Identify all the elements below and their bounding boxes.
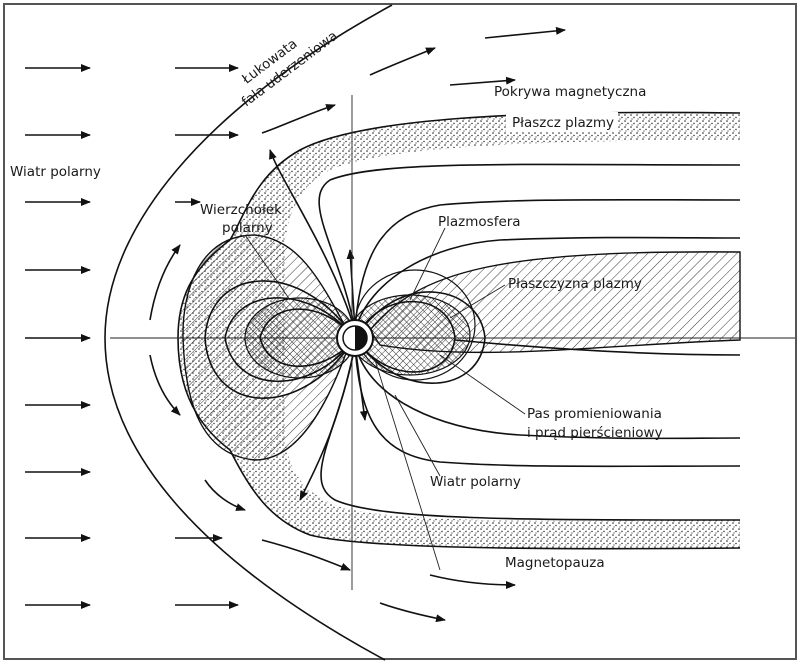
polar-cusp-label-line1: Wierzchołek bbox=[200, 202, 282, 218]
polar-wind-label: Wiatr polarny bbox=[430, 474, 521, 490]
polar-cusp-label-line2: polarny bbox=[222, 220, 273, 236]
plasma-mantle-label: Płaszcz plazmy bbox=[512, 115, 614, 131]
earth-icon bbox=[336, 319, 374, 357]
radiation-belt-label-line2: i prąd pierścieniowy bbox=[527, 425, 663, 441]
solar-wind-label: Wiatr polarny bbox=[10, 164, 101, 180]
leader-lines bbox=[244, 227, 526, 571]
magnetosheath-label: Pokrywa magnetyczna bbox=[494, 84, 646, 100]
plasma-mantle-label-bg bbox=[506, 112, 618, 132]
bow-shock bbox=[104, 4, 393, 661]
solar-wind-arrows bbox=[25, 26, 566, 623]
magnetopause-label: Magnetopauza bbox=[505, 555, 605, 571]
plasma-sheet-label: Płaszczyzna plazmy bbox=[508, 276, 642, 292]
plasmasphere-label: Plazmosfera bbox=[438, 214, 521, 230]
radiation-belt-label-line1: Pas promieniowania bbox=[527, 406, 662, 422]
